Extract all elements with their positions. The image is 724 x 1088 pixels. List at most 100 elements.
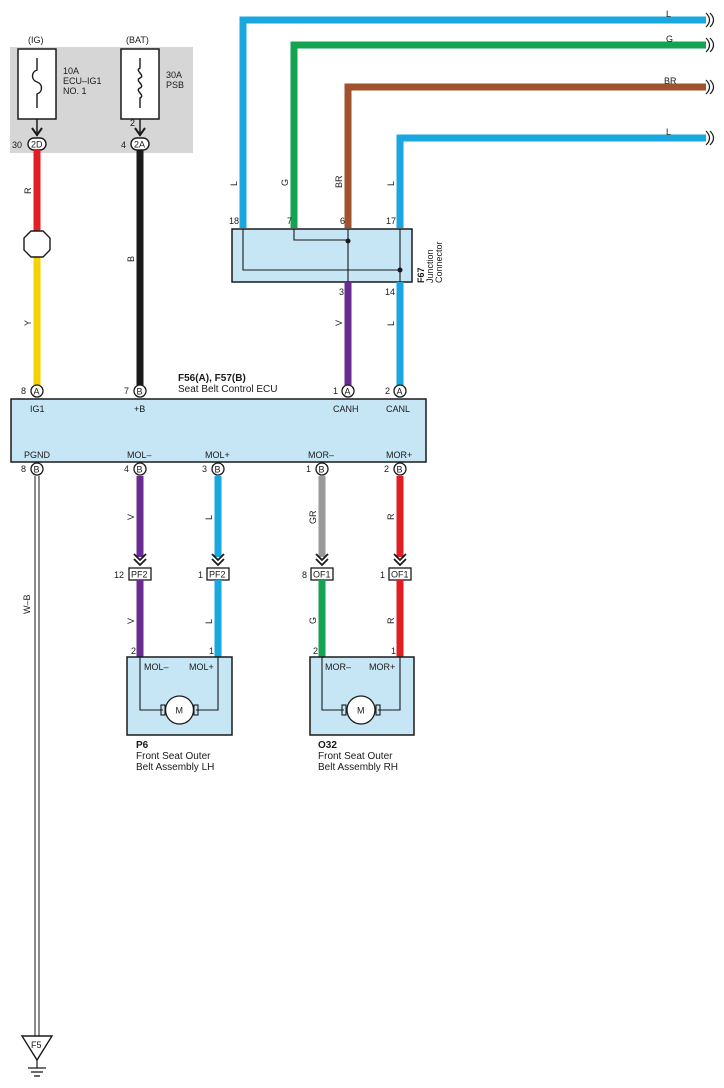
fuse-bat-rating: 30A — [166, 70, 182, 80]
incoming-wire-4-dest: L — [666, 127, 671, 137]
ecu-pin-mol-minus: MOL– B 4 — [124, 450, 152, 476]
svg-text:3: 3 — [339, 287, 344, 297]
connector-2d: 2D 30 — [12, 137, 47, 151]
motor-assembly-rh: 2 1 MOR– MOR+ M O32 Front Seat Outer Bel… — [309, 646, 415, 773]
svg-text:MOL+: MOL+ — [189, 662, 214, 672]
incoming-wire-2-color: G — [280, 179, 290, 186]
svg-text:Front Seat Outer: Front Seat Outer — [318, 751, 393, 762]
arrow-down-icon — [134, 127, 146, 137]
fuse-ig-source-label: (IG) — [28, 35, 44, 45]
svg-text:2: 2 — [385, 386, 390, 396]
fuse-ig-name-1: ECU–IG1 — [63, 76, 102, 86]
ecu-pin-canl: A 2 CANL — [385, 384, 410, 414]
svg-text:OF1: OF1 — [391, 570, 409, 580]
fuse-bat-source-label: (BAT) — [126, 35, 149, 45]
fuse-ig-element-icon — [31, 58, 43, 108]
svg-text:L: L — [204, 515, 214, 520]
wire-pgnd-wb — [34, 476, 40, 1036]
svg-text:V: V — [334, 320, 344, 326]
svg-text:MOL+: MOL+ — [205, 450, 230, 460]
ecu-pin-pgnd: PGND B 8 — [21, 450, 51, 476]
svg-text:B: B — [126, 256, 136, 262]
svg-text:2: 2 — [131, 646, 136, 656]
svg-text:2A: 2A — [134, 140, 145, 150]
ecu-pin-ig1: A 8 IG1 — [21, 384, 45, 414]
svg-text:CANL: CANL — [386, 404, 410, 414]
svg-text:F67: F67 — [416, 267, 426, 283]
ground-triangle-icon — [20, 1035, 54, 1062]
svg-text:R: R — [23, 187, 33, 194]
ecu-id: F56(A), F57(B) — [178, 373, 246, 384]
svg-text:MOL–: MOL– — [144, 662, 169, 672]
svg-text:12: 12 — [114, 570, 124, 580]
splice-octagon-icon — [23, 230, 51, 258]
svg-text:B: B — [137, 465, 143, 475]
svg-text:OF1: OF1 — [313, 570, 331, 580]
svg-text:MOR+: MOR+ — [386, 450, 412, 460]
svg-text:PF2: PF2 — [131, 570, 148, 580]
svg-text:7: 7 — [287, 216, 292, 226]
svg-text:30: 30 — [12, 140, 22, 150]
svg-text:PGND: PGND — [24, 450, 51, 460]
svg-text:1: 1 — [391, 646, 396, 656]
svg-text:G: G — [308, 617, 318, 624]
fuse-bat: (BAT) 30A PSB 2 — [120, 35, 184, 128]
connector-of1-1: OF1 1 — [380, 567, 412, 581]
svg-text:IG1: IG1 — [30, 404, 45, 414]
svg-text:1: 1 — [380, 570, 385, 580]
svg-text:4: 4 — [121, 140, 126, 150]
svg-text:1: 1 — [209, 646, 214, 656]
wire-incoming-l-2 — [396, 134, 706, 228]
svg-text:O32: O32 — [318, 740, 337, 751]
svg-text:MOR–: MOR– — [325, 662, 351, 672]
connector-of1-8: OF1 8 — [302, 567, 334, 581]
svg-text:8: 8 — [21, 386, 26, 396]
svg-text:MOR+: MOR+ — [369, 662, 395, 672]
svg-text:MOL–: MOL– — [127, 450, 152, 460]
svg-text:Junction: Junction — [425, 249, 435, 283]
ecu-name: Seat Belt Control ECU — [178, 384, 278, 395]
svg-text:CANH: CANH — [333, 404, 359, 414]
seat-belt-control-ecu: F56(A), F57(B) Seat Belt Control ECU A 8… — [10, 373, 427, 476]
fuse-bat-name-1: PSB — [166, 80, 184, 90]
connector-pf2-12: PF2 12 — [114, 567, 152, 581]
incoming-wire-3-dest: BR — [664, 76, 677, 86]
fuse-bat-element-icon — [137, 58, 143, 108]
motor-icon — [346, 695, 376, 725]
ecu-pin-mol-plus: MOL+ B 3 — [202, 450, 230, 476]
svg-text:L: L — [204, 619, 214, 624]
svg-text:17: 17 — [386, 216, 396, 226]
svg-text:A: A — [345, 387, 351, 397]
svg-text:A: A — [397, 387, 403, 397]
motor-icon — [164, 695, 195, 725]
ecu-pin-mor-minus: MOR– B 1 — [306, 450, 334, 476]
svg-text:B: B — [34, 465, 40, 475]
svg-text:2D: 2D — [31, 140, 43, 150]
wire-incoming-br — [344, 83, 706, 228]
svg-text:Belt Assembly RH: Belt Assembly RH — [318, 762, 398, 773]
incoming-wire-4-color: L — [386, 181, 396, 186]
ecu-pin-mor-plus: MOR+ B 2 — [384, 450, 412, 476]
svg-text:Front Seat Outer: Front Seat Outer — [136, 751, 211, 762]
svg-text:7: 7 — [124, 386, 129, 396]
svg-text:6: 6 — [340, 216, 345, 226]
svg-text:V: V — [126, 618, 136, 624]
arrow-down-icon — [31, 127, 43, 137]
svg-text:1: 1 — [198, 570, 203, 580]
svg-text:M: M — [176, 706, 184, 716]
svg-text:2: 2 — [313, 646, 318, 656]
junction-connector-f67: 18 7 6 17 3 14 F67 Junction Connector — [229, 216, 444, 297]
svg-text:8: 8 — [302, 570, 307, 580]
svg-text:R: R — [386, 513, 396, 520]
wire-break-marks — [705, 12, 715, 146]
svg-text:M: M — [357, 706, 365, 716]
wire-incoming-l-1 — [239, 16, 706, 228]
svg-text:18: 18 — [229, 216, 239, 226]
svg-text:3: 3 — [202, 464, 207, 474]
fuse-ig-name-2: NO. 1 — [63, 86, 87, 96]
incoming-wire-1-color: L — [229, 181, 239, 186]
svg-text:Y: Y — [23, 320, 33, 326]
svg-text:V: V — [126, 514, 136, 520]
svg-text:P6: P6 — [136, 740, 149, 751]
svg-text:8: 8 — [21, 464, 26, 474]
